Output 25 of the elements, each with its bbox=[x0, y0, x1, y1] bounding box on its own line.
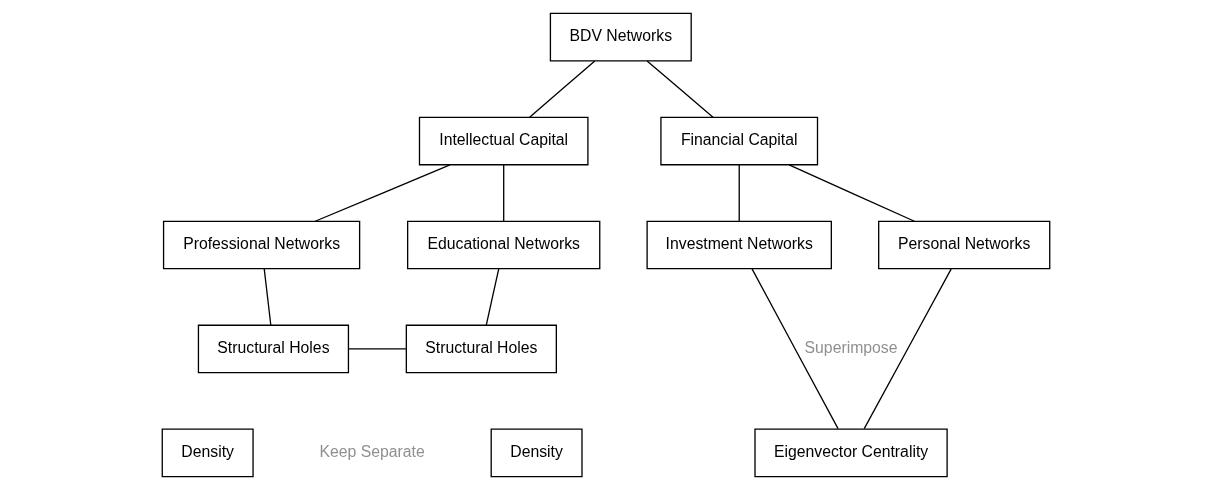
connector bbox=[347, 348, 407, 350]
node-box: Structural Holes bbox=[197, 324, 350, 374]
connector bbox=[738, 164, 740, 222]
node-box: Professional Networks bbox=[162, 220, 361, 270]
connector bbox=[528, 60, 596, 118]
node-box: Intellectual Capital bbox=[418, 116, 589, 166]
node-box: Personal Networks bbox=[878, 220, 1051, 270]
connector bbox=[485, 268, 500, 326]
connector bbox=[263, 268, 272, 326]
node-box: Educational Networks bbox=[407, 220, 601, 270]
node-box: Eigenvector Centrality bbox=[754, 428, 948, 478]
node-box: BDV Networks bbox=[549, 12, 692, 62]
node-box: Density bbox=[490, 428, 583, 478]
node-box: Financial Capital bbox=[660, 116, 819, 166]
node-box: Investment Networks bbox=[646, 220, 832, 270]
connector bbox=[646, 60, 714, 118]
connector bbox=[863, 268, 952, 430]
label: Superimpose bbox=[804, 339, 898, 357]
connector bbox=[503, 164, 505, 222]
connector bbox=[314, 164, 451, 222]
connector bbox=[788, 164, 916, 222]
node-box: Density bbox=[161, 428, 254, 478]
label: Keep Separate bbox=[319, 442, 425, 460]
connector bbox=[751, 268, 839, 430]
node-box: Structural Holes bbox=[405, 324, 557, 374]
